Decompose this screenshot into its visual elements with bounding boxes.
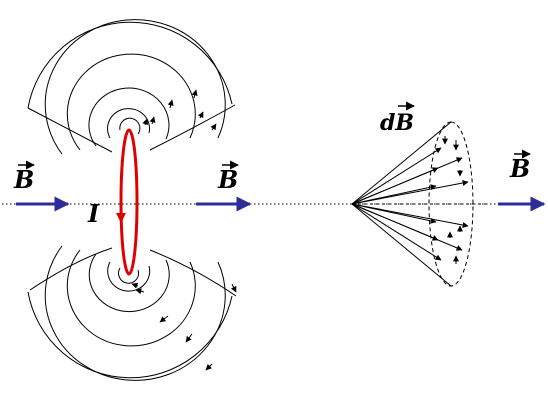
field-line-upper-4	[66, 53, 196, 151]
arrow-lower-6	[230, 283, 237, 293]
arrow-lower-1	[131, 282, 139, 289]
field-line-upper-3	[88, 87, 170, 147]
arrow-lower-3	[159, 315, 169, 323]
field-line-lower-1	[118, 267, 140, 284]
field-line-lower-6	[27, 291, 233, 379]
lower-direction-arrows	[131, 282, 237, 371]
arrow-upper-2	[149, 116, 156, 125]
label-field-right: B	[509, 149, 531, 183]
field-line-upper-6	[27, 21, 233, 109]
arrow-lower-2	[135, 288, 145, 295]
field-line-upper-outer-right	[149, 104, 236, 151]
db-vector-6	[351, 203, 442, 261]
field-line-lower-3	[88, 253, 170, 313]
arrow-lower-4	[185, 333, 193, 343]
label-field-left: B	[13, 160, 35, 194]
upper-direction-arrows	[142, 89, 217, 131]
field-line-lower-5	[44, 245, 226, 381]
cone-base-front	[428, 121, 452, 287]
label-field-right-text: B	[509, 154, 530, 183]
label-element-text: dB	[380, 110, 414, 136]
db-radial-components	[442, 136, 463, 264]
label-field-left-text: B	[13, 165, 34, 194]
field-line-upper-2	[107, 108, 150, 139]
db-vector-7	[351, 157, 463, 205]
lower-field-lines	[27, 245, 237, 381]
arrow-lower-5	[205, 363, 213, 371]
label-field-center-text: B	[217, 165, 238, 194]
field-line-lower-2	[107, 261, 151, 292]
cone-base-back	[450, 121, 474, 287]
cone-edge-bottom	[351, 203, 452, 287]
cone-edge-top	[351, 121, 452, 205]
arrow-upper-6	[210, 123, 217, 131]
upper-field-lines	[27, 19, 236, 155]
field-line-lower-outer-right	[149, 249, 237, 297]
db-vector-8	[351, 180, 469, 205]
current-loop	[119, 128, 139, 276]
field-line-upper-outer-left	[27, 107, 113, 153]
db-vector-9	[351, 203, 469, 228]
arrow-upper-4	[191, 89, 198, 99]
field-line-lower-4	[66, 249, 196, 347]
field-line-lower-outer-left	[29, 247, 113, 291]
label-field-center: B	[217, 160, 239, 194]
db-vector-10	[351, 203, 463, 251]
arrow-upper-3	[167, 99, 174, 109]
db-vector-1	[351, 147, 442, 205]
db-cone	[351, 121, 486, 287]
label-current: I	[87, 199, 100, 228]
label-element: dB	[380, 101, 415, 136]
field-line-upper-1	[119, 117, 141, 135]
db-vectors	[351, 147, 469, 261]
arrow-upper-5	[197, 111, 204, 119]
field-line-upper-5	[44, 19, 226, 155]
arrow-upper-1	[142, 118, 149, 126]
